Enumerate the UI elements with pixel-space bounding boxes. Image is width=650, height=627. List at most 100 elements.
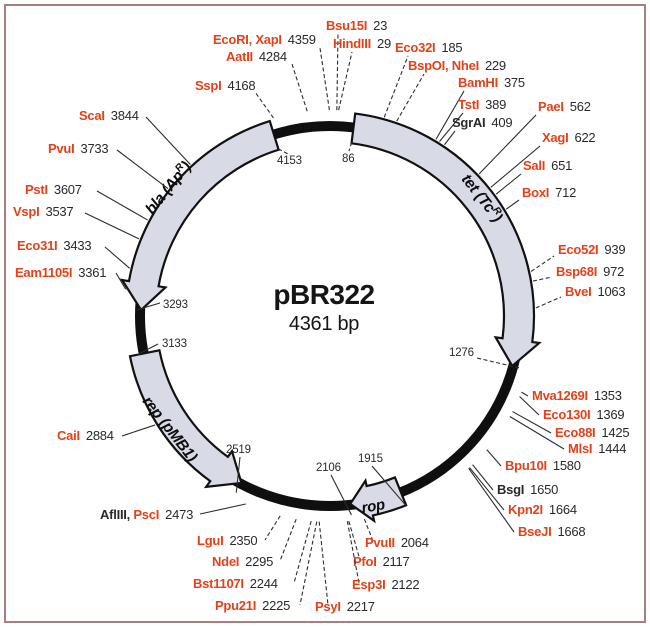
inner-tick-line-2106 bbox=[330, 474, 352, 516]
leader-line-Kpn2I bbox=[469, 467, 505, 511]
leader-line-Eco31I bbox=[104, 246, 130, 269]
inner-tick-label-2519: 2519 bbox=[226, 444, 251, 456]
inner-tick-label-4153: 4153 bbox=[277, 155, 302, 167]
leader-line-SspI bbox=[254, 91, 274, 119]
leader-line-BoxI bbox=[505, 199, 520, 210]
inner-tick-line-1915 bbox=[371, 465, 407, 507]
leader-line-TstI bbox=[439, 112, 464, 142]
leader-line-Ppu21I bbox=[299, 521, 318, 606]
inner-tick-line-3133 bbox=[136, 343, 159, 356]
leader-line-PsyI bbox=[318, 521, 329, 606]
inner-tick-line-2519 bbox=[235, 456, 241, 493]
inner-tick-label-3133: 3133 bbox=[162, 338, 187, 350]
leader-line-BseJI bbox=[468, 468, 515, 533]
leader-line-PvuI bbox=[116, 149, 169, 190]
gene-label-rop: rop bbox=[360, 496, 386, 517]
leader-line-VspI bbox=[84, 212, 140, 240]
leader-line-EcoRI-XapI bbox=[319, 47, 330, 111]
leader-line-SgrAI bbox=[444, 130, 456, 146]
inner-tick-line-3293 bbox=[136, 302, 161, 311]
leader-line-AflIII- bbox=[199, 503, 246, 515]
inner-tick-label-2106: 2106 bbox=[316, 462, 341, 474]
leader-line-PstI bbox=[96, 190, 148, 221]
leader-line-LguI bbox=[264, 515, 281, 541]
leader-line-Eco130I bbox=[519, 396, 540, 416]
inner-tick-label-3293: 3293 bbox=[163, 299, 188, 311]
leader-line-BsgI bbox=[472, 464, 494, 491]
leader-line-MlsI bbox=[509, 416, 565, 450]
leader-line-NdeI bbox=[279, 519, 297, 562]
leader-line-Bsp68I bbox=[532, 276, 553, 282]
leader-line-Esp3I bbox=[346, 521, 360, 584]
gene-arrow-tet bbox=[350, 112, 542, 368]
gene-arrow-rop bbox=[348, 475, 408, 524]
leader-line-Eco52I bbox=[530, 255, 555, 272]
leader-line-Bst1107I bbox=[293, 520, 312, 584]
leader-line-PfoI bbox=[348, 520, 361, 561]
plasmid-size: 4361 bp bbox=[288, 313, 360, 335]
leader-line-CaiI bbox=[121, 424, 156, 437]
leader-line-ScaI bbox=[145, 116, 191, 165]
gene-arrow-rep bbox=[128, 349, 243, 489]
leader-line-BveI bbox=[535, 296, 562, 309]
gene-arrow-bla bbox=[119, 119, 281, 312]
inner-tick-line-1276 bbox=[476, 357, 520, 369]
leader-line-AatII bbox=[291, 63, 308, 112]
leader-line-Bpu10I bbox=[486, 449, 502, 467]
leader-line-Mva1269I bbox=[521, 391, 529, 397]
inner-tick-line-4153 bbox=[278, 148, 289, 155]
inner-tick-label-1276: 1276 bbox=[449, 347, 474, 359]
leader-line-PvuII bbox=[363, 518, 374, 542]
leader-line-Eco32I bbox=[383, 55, 409, 118]
leader-line-Eam1105I bbox=[115, 272, 127, 290]
leader-line-Eco88I bbox=[512, 411, 552, 434]
plasmid-name: pBR322 bbox=[273, 279, 375, 310]
leader-line-PaeI bbox=[478, 114, 537, 175]
leader-line-BspOI-NheI bbox=[396, 73, 425, 122]
inner-tick-label-1915: 1915 bbox=[358, 453, 383, 465]
inner-tick-line-86 bbox=[348, 142, 353, 152]
leader-line-SalI bbox=[495, 173, 522, 195]
plasmid-title-block: pBR322 4361 bp bbox=[273, 279, 375, 336]
leader-line-HindIII bbox=[338, 51, 353, 111]
inner-tick-label-86: 86 bbox=[342, 153, 354, 165]
